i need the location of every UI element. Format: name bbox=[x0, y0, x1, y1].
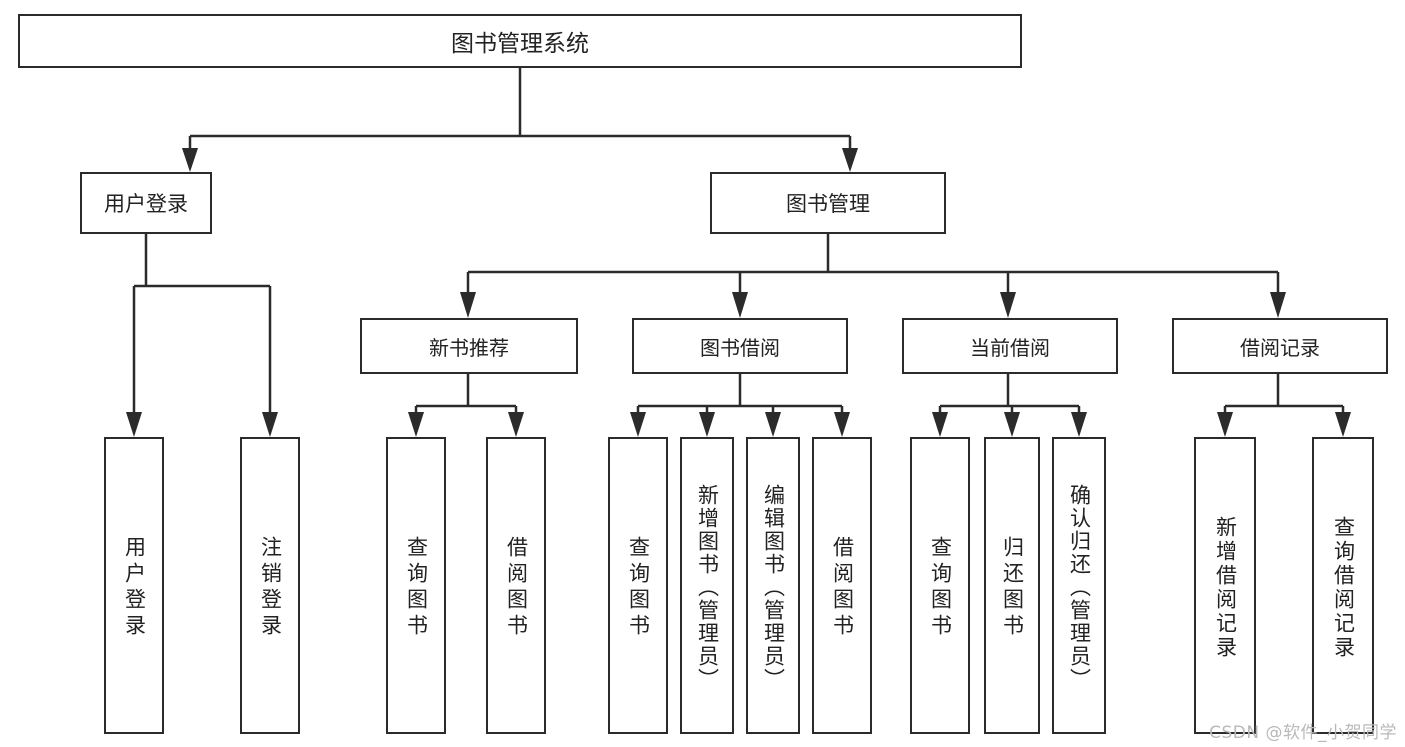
node-leaf-borrow-book-2-label: 借阅图书 bbox=[830, 535, 855, 640]
arrowhead-borrow-record bbox=[1270, 292, 1286, 318]
arrowhead-leaf-user-logout bbox=[262, 412, 278, 437]
arrowhead-leaf-query-book-2 bbox=[630, 412, 646, 437]
node-current-borrow[interactable]: 当前借阅 bbox=[902, 318, 1118, 374]
node-leaf-confirm-return-label: 确认归还（管理员） bbox=[1067, 484, 1092, 691]
arrowhead-user-login bbox=[182, 148, 198, 172]
node-book-manage-label: 图书管理 bbox=[786, 192, 870, 216]
node-user-login-label: 用户登录 bbox=[104, 192, 188, 216]
node-leaf-add-book-label: 新增图书（管理员） bbox=[695, 484, 720, 691]
arrowhead-book-manage bbox=[842, 148, 858, 172]
node-leaf-edit-book[interactable]: 编辑图书（管理员） bbox=[746, 437, 800, 734]
node-leaf-query-book-2[interactable]: 查询图书 bbox=[608, 437, 668, 734]
watermark-text: CSDN @软件_小贺同学 bbox=[1209, 723, 1397, 743]
node-leaf-add-book[interactable]: 新增图书（管理员） bbox=[680, 437, 734, 734]
node-leaf-query-book-3[interactable]: 查询图书 bbox=[910, 437, 970, 734]
node-leaf-user-login[interactable]: 用户登录 bbox=[104, 437, 164, 734]
node-leaf-query-borrow-record-label: 查询借阅记录 bbox=[1331, 515, 1356, 660]
arrowhead-leaf-query-borrow-record bbox=[1335, 412, 1351, 437]
arrowhead-leaf-borrow-book-2 bbox=[834, 412, 850, 437]
node-leaf-user-login-label: 用户登录 bbox=[122, 535, 147, 640]
node-leaf-borrow-book-1-label: 借阅图书 bbox=[504, 535, 529, 640]
node-leaf-query-book-2-label: 查询图书 bbox=[626, 535, 651, 640]
node-user-login[interactable]: 用户登录 bbox=[80, 172, 212, 234]
node-leaf-query-book-1-label: 查询图书 bbox=[404, 535, 429, 640]
node-new-book-recommend[interactable]: 新书推荐 bbox=[360, 318, 578, 374]
node-book-manage[interactable]: 图书管理 bbox=[710, 172, 946, 234]
arrowhead-leaf-return-book bbox=[1004, 412, 1020, 437]
node-leaf-add-borrow-record-label: 新增借阅记录 bbox=[1213, 515, 1238, 660]
node-leaf-return-book[interactable]: 归还图书 bbox=[984, 437, 1040, 734]
arrowhead-leaf-query-book-3 bbox=[932, 412, 948, 437]
node-leaf-edit-book-label: 编辑图书（管理员） bbox=[761, 484, 786, 691]
arrowhead-leaf-add-borrow-record bbox=[1217, 412, 1233, 437]
node-leaf-borrow-book-2[interactable]: 借阅图书 bbox=[812, 437, 872, 734]
arrowhead-new-book-recommend bbox=[460, 292, 476, 318]
node-leaf-query-book-3-label: 查询图书 bbox=[928, 535, 953, 640]
arrowhead-leaf-confirm-return bbox=[1071, 412, 1087, 437]
node-leaf-query-borrow-record[interactable]: 查询借阅记录 bbox=[1312, 437, 1374, 734]
node-current-borrow-label: 当前借阅 bbox=[970, 335, 1050, 360]
node-root-label: 图书管理系统 bbox=[451, 31, 589, 57]
node-book-borrow-label: 图书借阅 bbox=[700, 335, 780, 360]
arrowhead-leaf-user-login bbox=[126, 412, 142, 437]
node-leaf-borrow-book-1[interactable]: 借阅图书 bbox=[486, 437, 546, 734]
node-new-book-recommend-label: 新书推荐 bbox=[429, 335, 509, 360]
arrowhead-leaf-edit-book bbox=[765, 412, 781, 437]
node-leaf-user-logout-label: 注销登录 bbox=[258, 535, 283, 640]
node-borrow-record-label: 借阅记录 bbox=[1240, 335, 1320, 360]
node-leaf-user-logout[interactable]: 注销登录 bbox=[240, 437, 300, 734]
node-root[interactable]: 图书管理系统 bbox=[18, 14, 1022, 68]
node-leaf-return-book-label: 归还图书 bbox=[1000, 535, 1025, 640]
node-book-borrow[interactable]: 图书借阅 bbox=[632, 318, 848, 374]
node-leaf-query-book-1[interactable]: 查询图书 bbox=[386, 437, 446, 734]
arrowhead-leaf-add-book bbox=[699, 412, 715, 437]
arrowhead-leaf-borrow-book-1 bbox=[508, 412, 524, 437]
arrowhead-current-borrow bbox=[1000, 292, 1016, 318]
arrowhead-leaf-query-book-1 bbox=[408, 412, 424, 437]
node-leaf-confirm-return[interactable]: 确认归还（管理员） bbox=[1052, 437, 1106, 734]
node-leaf-add-borrow-record[interactable]: 新增借阅记录 bbox=[1194, 437, 1256, 734]
node-borrow-record[interactable]: 借阅记录 bbox=[1172, 318, 1388, 374]
arrowhead-book-borrow bbox=[732, 292, 748, 318]
